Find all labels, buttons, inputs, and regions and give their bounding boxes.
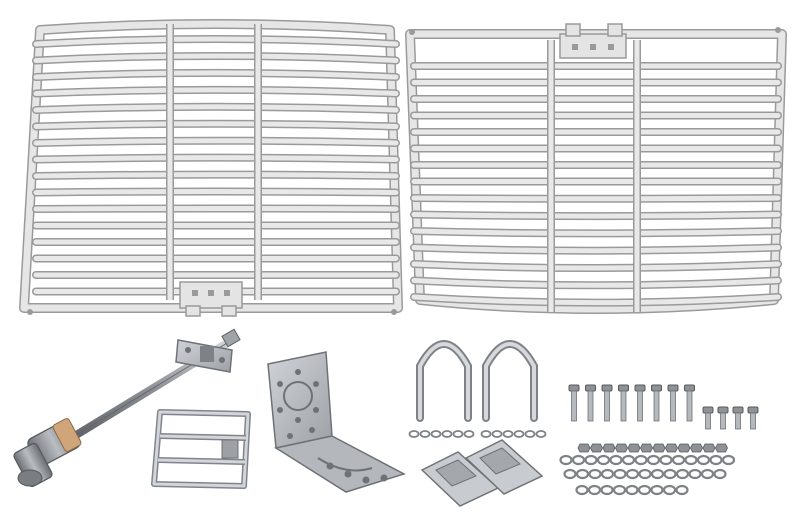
u-bolt-washers (408, 430, 547, 438)
reflector-grid-left (19, 19, 403, 317)
feed-clamp-bracket (151, 409, 251, 489)
u-bolt-left (416, 340, 472, 422)
washer-nut-set (559, 443, 736, 496)
feed-mount-plate (175, 339, 233, 373)
feed-horn-rod (13, 328, 241, 488)
angled-mount-bracket (267, 351, 406, 493)
reflector-grid-right (405, 23, 787, 314)
feed-horn (13, 418, 82, 488)
grid-right-mount-plate (559, 23, 627, 59)
v-clamp-blocks (420, 439, 544, 507)
u-bolt-right (482, 340, 538, 422)
bolt-set (568, 384, 759, 430)
grid-left-mount-plate (179, 281, 243, 317)
